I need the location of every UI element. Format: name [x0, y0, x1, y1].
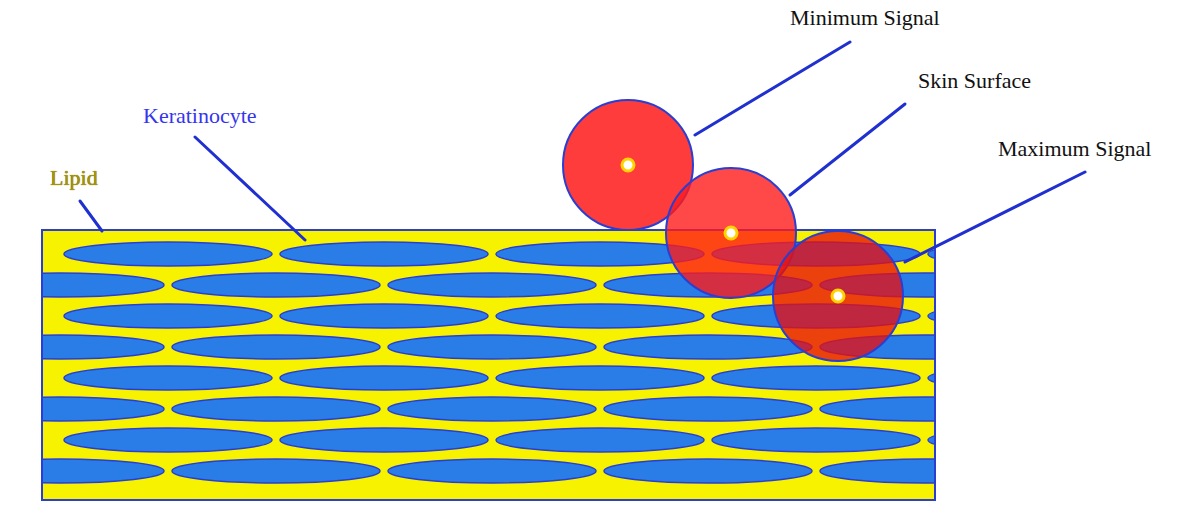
signal-label: Maximum Signal [998, 136, 1151, 161]
keratinocyte-cell [172, 397, 380, 421]
keratinocyte-cell [64, 304, 272, 328]
keratinocyte-cell [928, 366, 935, 390]
keratinocyte-cell [928, 304, 935, 328]
part-label: Lipid [50, 165, 98, 190]
keratinocyte-cell [42, 459, 164, 483]
probe-spots [563, 100, 903, 361]
signal-label: Minimum Signal [790, 5, 940, 30]
leader-line [905, 172, 1085, 262]
leader-lines [80, 42, 1085, 262]
leader-line [80, 201, 102, 231]
keratinocyte-cell [280, 428, 488, 452]
keratinocyte-cell [928, 242, 935, 266]
focal-point [725, 227, 737, 239]
keratinocyte-cell [604, 459, 812, 483]
skin-outline [42, 230, 935, 500]
leader-line [195, 137, 305, 240]
leader-line [790, 104, 905, 195]
keratinocyte-cell [172, 459, 380, 483]
keratinocyte-cell [496, 366, 704, 390]
keratinocyte-cell [928, 428, 935, 452]
focal-point [832, 290, 844, 302]
keratinocyte-cell [42, 397, 164, 421]
keratinocyte-cell [712, 366, 920, 390]
probe-circle [773, 231, 903, 361]
keratinocyte-cell [280, 366, 488, 390]
keratinocyte-cell [388, 335, 596, 359]
keratinocyte-cell [820, 397, 935, 421]
keratinocyte-cell [280, 304, 488, 328]
keratinocyte-cell [172, 335, 380, 359]
lipid-matrix [42, 230, 935, 500]
keratinocyte-cell [388, 397, 596, 421]
keratinocyte-cell [388, 273, 596, 297]
focal-point [622, 159, 634, 171]
keratinocyte-cell [604, 397, 812, 421]
keratinocyte-cell [280, 242, 488, 266]
keratinocyte-cell [42, 335, 164, 359]
keratinocyte-cell [388, 459, 596, 483]
keratinocyte-cell [820, 459, 935, 483]
keratinocyte-cell [42, 273, 164, 297]
keratinocyte-cell [496, 428, 704, 452]
keratinocyte-cell [172, 273, 380, 297]
keratinocyte-cell [64, 366, 272, 390]
keratinocyte-cell [496, 304, 704, 328]
keratinocyte-cell [64, 428, 272, 452]
keratinocyte-cell [712, 428, 920, 452]
part-label: Keratinocyte [143, 103, 257, 128]
leader-line [695, 42, 850, 135]
keratinocyte-cell [64, 242, 272, 266]
surface-label: Skin Surface [918, 68, 1031, 93]
keratinocyte-cell [604, 335, 812, 359]
